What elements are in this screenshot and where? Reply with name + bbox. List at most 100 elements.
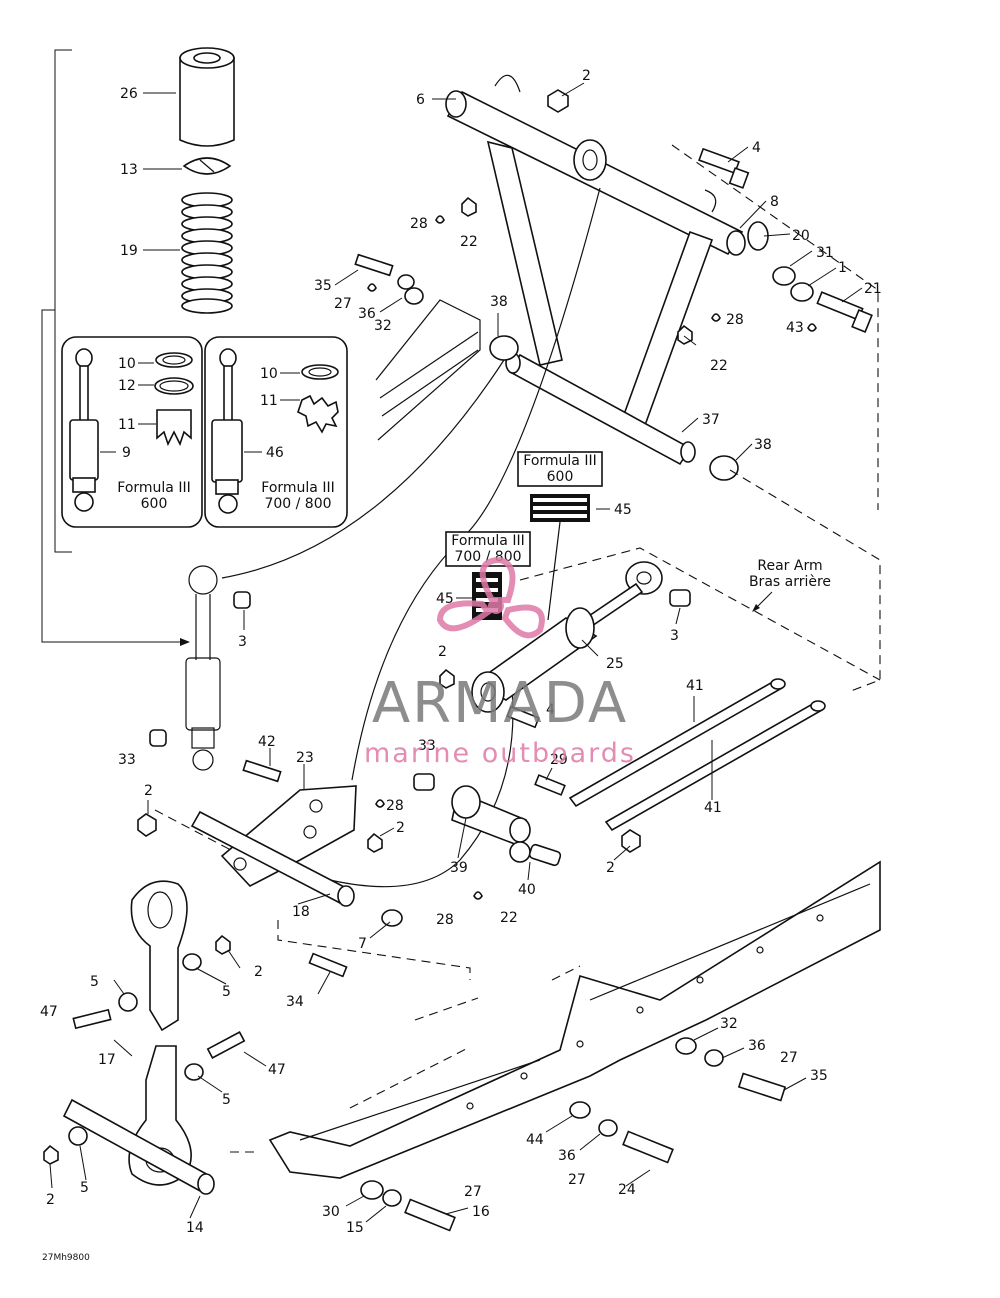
box-600-line2: 600 [141, 496, 168, 512]
callout-47b: 47 [268, 1062, 286, 1078]
callout-38: 38 [490, 294, 508, 310]
callout-41: 41 [686, 678, 704, 694]
callout-22: 22 [460, 234, 478, 250]
watermark-propeller-logo [436, 556, 545, 639]
callout-27: 27 [334, 296, 352, 312]
callout-35b: 35 [810, 1068, 828, 1084]
callout-5a: 5 [90, 974, 99, 990]
callout-18: 18 [292, 904, 310, 920]
callout-2d: 2 [396, 820, 405, 836]
callout-27b: 27 [780, 1050, 798, 1066]
callout-45b: 45 [436, 591, 454, 607]
leader-lines [49, 82, 863, 1223]
rear-arm-line2: Bras arrière [749, 574, 831, 590]
callout-5c: 5 [222, 1092, 231, 1108]
callout-8: 8 [770, 194, 779, 210]
box-formula-600: Formula III 600 [61, 336, 203, 528]
shock-group-bracket [41, 49, 190, 646]
callout-36: 36 [358, 306, 376, 322]
callout-39: 39 [450, 860, 468, 876]
callout-2c: 2 [144, 783, 153, 799]
callout-28: 28 [410, 216, 428, 232]
callout-11: 11 [118, 417, 136, 433]
rear-arm-line1: Rear Arm [757, 558, 822, 574]
spring-cover-26 [179, 47, 235, 147]
callout-37: 37 [702, 412, 720, 428]
callout-16: 16 [472, 1204, 490, 1220]
callout-2b: 2 [438, 644, 447, 660]
callout-10b: 10 [260, 366, 278, 382]
callout-5d: 5 [80, 1180, 89, 1196]
stoppers [43, 880, 246, 1195]
drawing-code: 27Mh9800 [42, 1253, 90, 1263]
callout-45: 45 [614, 502, 632, 518]
callout-20: 20 [792, 228, 810, 244]
callout-12: 12 [118, 378, 136, 394]
callout-2f: 2 [254, 964, 263, 980]
callout-5b: 5 [222, 984, 231, 1000]
callout-13: 13 [120, 162, 138, 178]
callout-24: 24 [618, 1182, 636, 1198]
phantom-shock-left [149, 565, 251, 771]
dashed-guides [154, 144, 881, 1153]
tag-600-line2: 600 [547, 469, 574, 485]
callout-35: 35 [314, 278, 332, 294]
spring-19 [181, 192, 233, 314]
box-700-line2: 700 / 800 [264, 496, 331, 512]
callout-30: 30 [322, 1204, 340, 1220]
callout-14: 14 [186, 1220, 204, 1236]
front-arm-hardware [354, 89, 873, 481]
callout-34: 34 [286, 994, 304, 1010]
callout-33b: 33 [418, 738, 436, 754]
callout-15: 15 [346, 1220, 364, 1236]
callout-21: 21 [864, 281, 882, 297]
callout-32b: 32 [720, 1016, 738, 1032]
callout-2g: 2 [46, 1192, 55, 1208]
rail-bottom [268, 860, 881, 1232]
rear-shock-25 [471, 561, 691, 713]
callout-31: 31 [816, 245, 834, 261]
box-600-line1: Formula III [117, 480, 190, 496]
callout-32: 32 [374, 318, 392, 334]
callout-38b: 38 [754, 437, 772, 453]
links-41 [568, 678, 826, 853]
callout-27c: 27 [568, 1172, 586, 1188]
tag-formula-600: Formula III 600 [517, 451, 603, 621]
tag-600-line1: Formula III [523, 453, 596, 469]
callout-46: 46 [266, 445, 284, 461]
arm-pieces [137, 668, 566, 978]
callout-2e: 2 [606, 860, 615, 876]
callout-41b: 41 [704, 800, 722, 816]
callout-25: 25 [606, 656, 624, 672]
callout-44: 44 [526, 1132, 544, 1148]
callout-33: 33 [118, 752, 136, 768]
callout-4: 4 [752, 140, 761, 156]
callout-labels: 26 13 19 10 12 11 9 10 11 46 6 2 4 8 20 … [40, 68, 882, 1236]
callout-6: 6 [416, 92, 425, 108]
callout-36b: 36 [748, 1038, 766, 1054]
callout-4b: 4 [546, 702, 555, 718]
tag-700-line1: Formula III [451, 533, 524, 549]
callout-1: 1 [838, 260, 847, 276]
callout-28b: 28 [726, 312, 744, 328]
rear-arm-label: Rear Arm Bras arrière [749, 558, 831, 612]
callout-43: 43 [786, 320, 804, 336]
callout-28c: 28 [386, 798, 404, 814]
callout-9: 9 [122, 445, 131, 461]
watermark-brand: ARMADA [372, 671, 628, 736]
callout-26: 26 [120, 86, 138, 102]
callout-27d: 27 [464, 1184, 482, 1200]
rail-fragment-top [375, 299, 481, 441]
callout-22c: 22 [500, 910, 518, 926]
callout-22b: 22 [710, 358, 728, 374]
box-700-line1: Formula III [261, 480, 334, 496]
callout-2: 2 [582, 68, 591, 84]
front-arm-assembly [445, 74, 746, 466]
watermark-tagline: marine outboards [364, 738, 636, 769]
callout-3: 3 [238, 634, 247, 650]
callout-42: 42 [258, 734, 276, 750]
callout-7: 7 [358, 936, 367, 952]
callout-23: 23 [296, 750, 314, 766]
callout-17: 17 [98, 1052, 116, 1068]
